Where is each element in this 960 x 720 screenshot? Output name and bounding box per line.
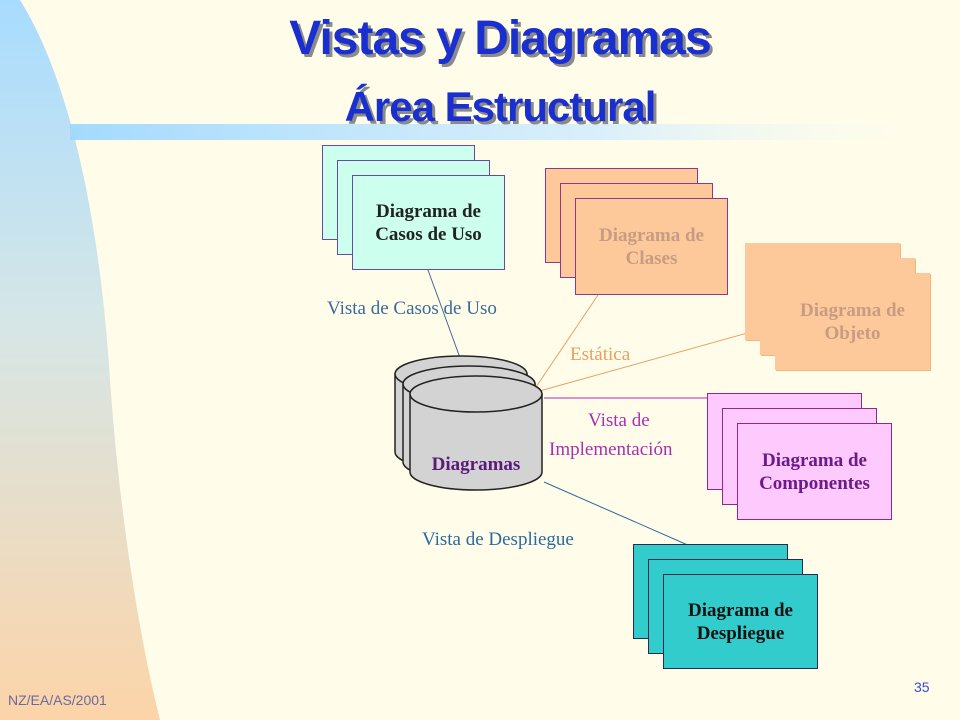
card-front: Diagrama de Casos de Uso [352,175,505,270]
card-label-line-1: Diagrama de [687,599,793,621]
page-number: 35 [914,679,930,695]
card-front: Diagrama de Clases [575,198,728,295]
card-label-line-2: Casos de Uso [375,223,482,245]
view-static-label: Estática [570,344,631,365]
card-label: Diagrama de Despliegue [664,599,817,645]
card-label-line-1: Diagrama de [598,224,704,246]
card-label: Diagrama de Objeto [775,299,930,345]
connector-classes [533,294,599,391]
card-label-line-2: Despliegue [696,622,785,644]
title-line-2: Área Estructural [344,83,657,130]
footer-author: NZ/EA/AS/2001 [8,692,107,708]
card-label: Diagrama de Clases [576,224,727,270]
view-deployment-label: Vista de Despliegue [422,529,574,550]
card-front: Diagrama de Objeto [775,273,930,370]
card-label: Diagrama de Casos de Uso [353,200,504,246]
card-label-line-1: Diagrama de [799,299,905,321]
view-implementation-label-line-1: Vista de [588,410,650,431]
side-swoosh [0,0,160,720]
title-band [70,124,960,140]
card-label-line-2: Clases [625,247,678,269]
diagramas-repository [394,355,543,491]
card-front: Diagrama de Componentes [737,423,892,520]
connector-object [535,324,777,393]
card-label: Diagrama de Componentes [738,449,891,495]
card-label-line-2: Objeto [824,322,881,344]
card-label-line-2: Componentes [759,472,870,494]
view-implementation-label-line-2: Implementación [549,439,673,460]
cylinder-front [409,375,543,491]
card-front: Diagrama de Despliegue [663,574,818,669]
card-label-line-1: Diagrama de [375,200,481,222]
connector-deployment [543,481,691,547]
view-use-case-label: Vista de Casos de Uso [327,298,497,319]
diagramas-label: Diagramas [431,454,521,475]
card-label-line-1: Diagrama de [761,449,867,471]
connector-use-case [427,269,464,367]
title-line-1: Vistas y Diagramas [289,12,711,65]
